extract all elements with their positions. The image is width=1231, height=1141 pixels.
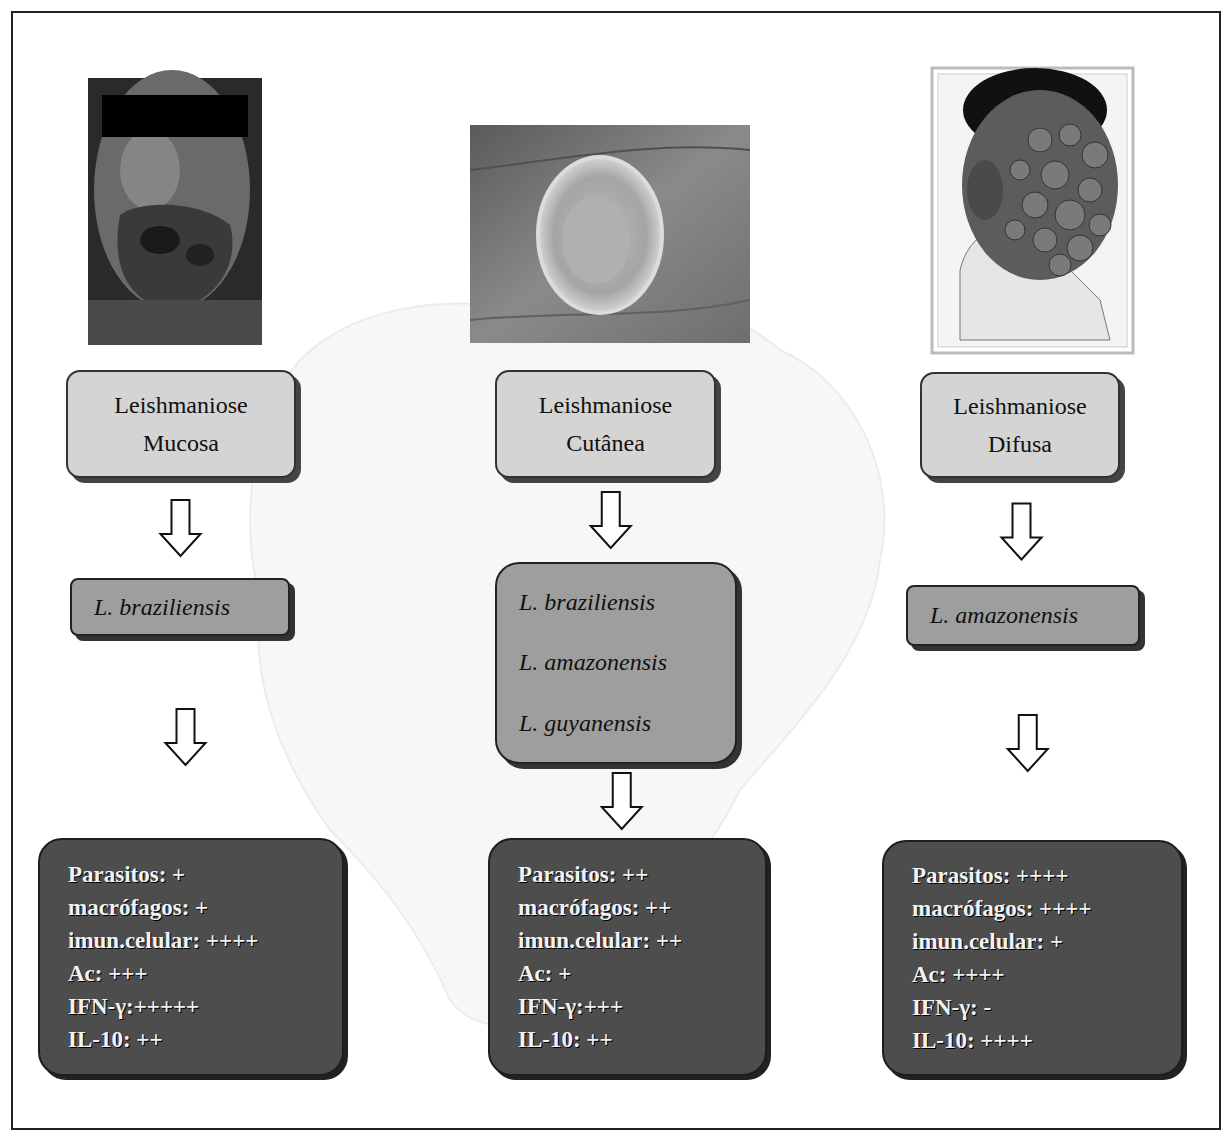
species-box: L. amazonensis [906, 585, 1140, 646]
disease-name: Leishmaniose Mucosa [96, 386, 266, 462]
profile-item: Ac: ++++ [912, 958, 1005, 991]
disease-box: Leishmaniose Cutânea [495, 370, 716, 478]
profile-item: Parasitos: ++ [518, 858, 648, 891]
disease-box: Leishmaniose Difusa [920, 372, 1120, 478]
hollow-arrow [1002, 504, 1042, 560]
profile-item: macrófagos: + [68, 891, 208, 924]
species-name: L. amazonensis [930, 602, 1078, 629]
species-name: L. guyanensis [519, 710, 651, 737]
profile-item: Parasitos: + [68, 858, 185, 891]
hollow-arrow [591, 492, 631, 548]
disease-name: Leishmaniose Difusa [935, 387, 1105, 463]
hollow-arrow [602, 773, 642, 829]
hollow-arrow [1008, 715, 1048, 771]
profile-item: IL-10: ++ [68, 1023, 163, 1056]
profile-item: IL-10: ++ [518, 1023, 613, 1056]
immune-profile-box: Parasitos: ++++macrófagos: ++++imun.celu… [882, 840, 1183, 1076]
species-box: L. braziliensis [70, 578, 290, 636]
figure-frame [12, 12, 1220, 1129]
profile-item: macrófagos: ++ [518, 891, 671, 924]
profile-item: imun.celular: ++ [518, 924, 682, 957]
profile-item: macrófagos: ++++ [912, 892, 1092, 925]
profile-item: imun.celular: + [912, 925, 1063, 958]
photo-mucosal [88, 70, 262, 345]
photo-cutaneous [470, 125, 750, 343]
disease-box: Leishmaniose Mucosa [66, 370, 296, 478]
hollow-arrow [161, 500, 201, 556]
profile-item: Parasitos: ++++ [912, 859, 1069, 892]
photo-diffuse [932, 68, 1133, 353]
faded-map [250, 299, 884, 1026]
profile-item: IFN-γ: - [912, 991, 991, 1024]
hollow-arrow [166, 709, 206, 765]
profile-item: Ac: + [518, 957, 571, 990]
profile-item: IFN-γ:+++ [518, 990, 623, 1023]
profile-item: IL-10: ++++ [912, 1024, 1033, 1057]
profile-item: Ac: +++ [68, 957, 148, 990]
disease-name: Leishmaniose Cutânea [521, 386, 691, 462]
species-name: L. amazonensis [519, 649, 667, 676]
immune-profile-box: Parasitos: +macrófagos: +imun.celular: +… [38, 838, 344, 1076]
profile-item: IFN-γ:+++++ [68, 990, 199, 1023]
species-name: L. braziliensis [94, 594, 230, 621]
profile-item: imun.celular: ++++ [68, 924, 258, 957]
species-name: L. braziliensis [519, 589, 655, 616]
species-box: L. braziliensis L. amazonensis L. guyanens… [495, 562, 737, 764]
immune-profile-box: Parasitos: ++macrófagos: ++imun.celular:… [488, 838, 767, 1076]
